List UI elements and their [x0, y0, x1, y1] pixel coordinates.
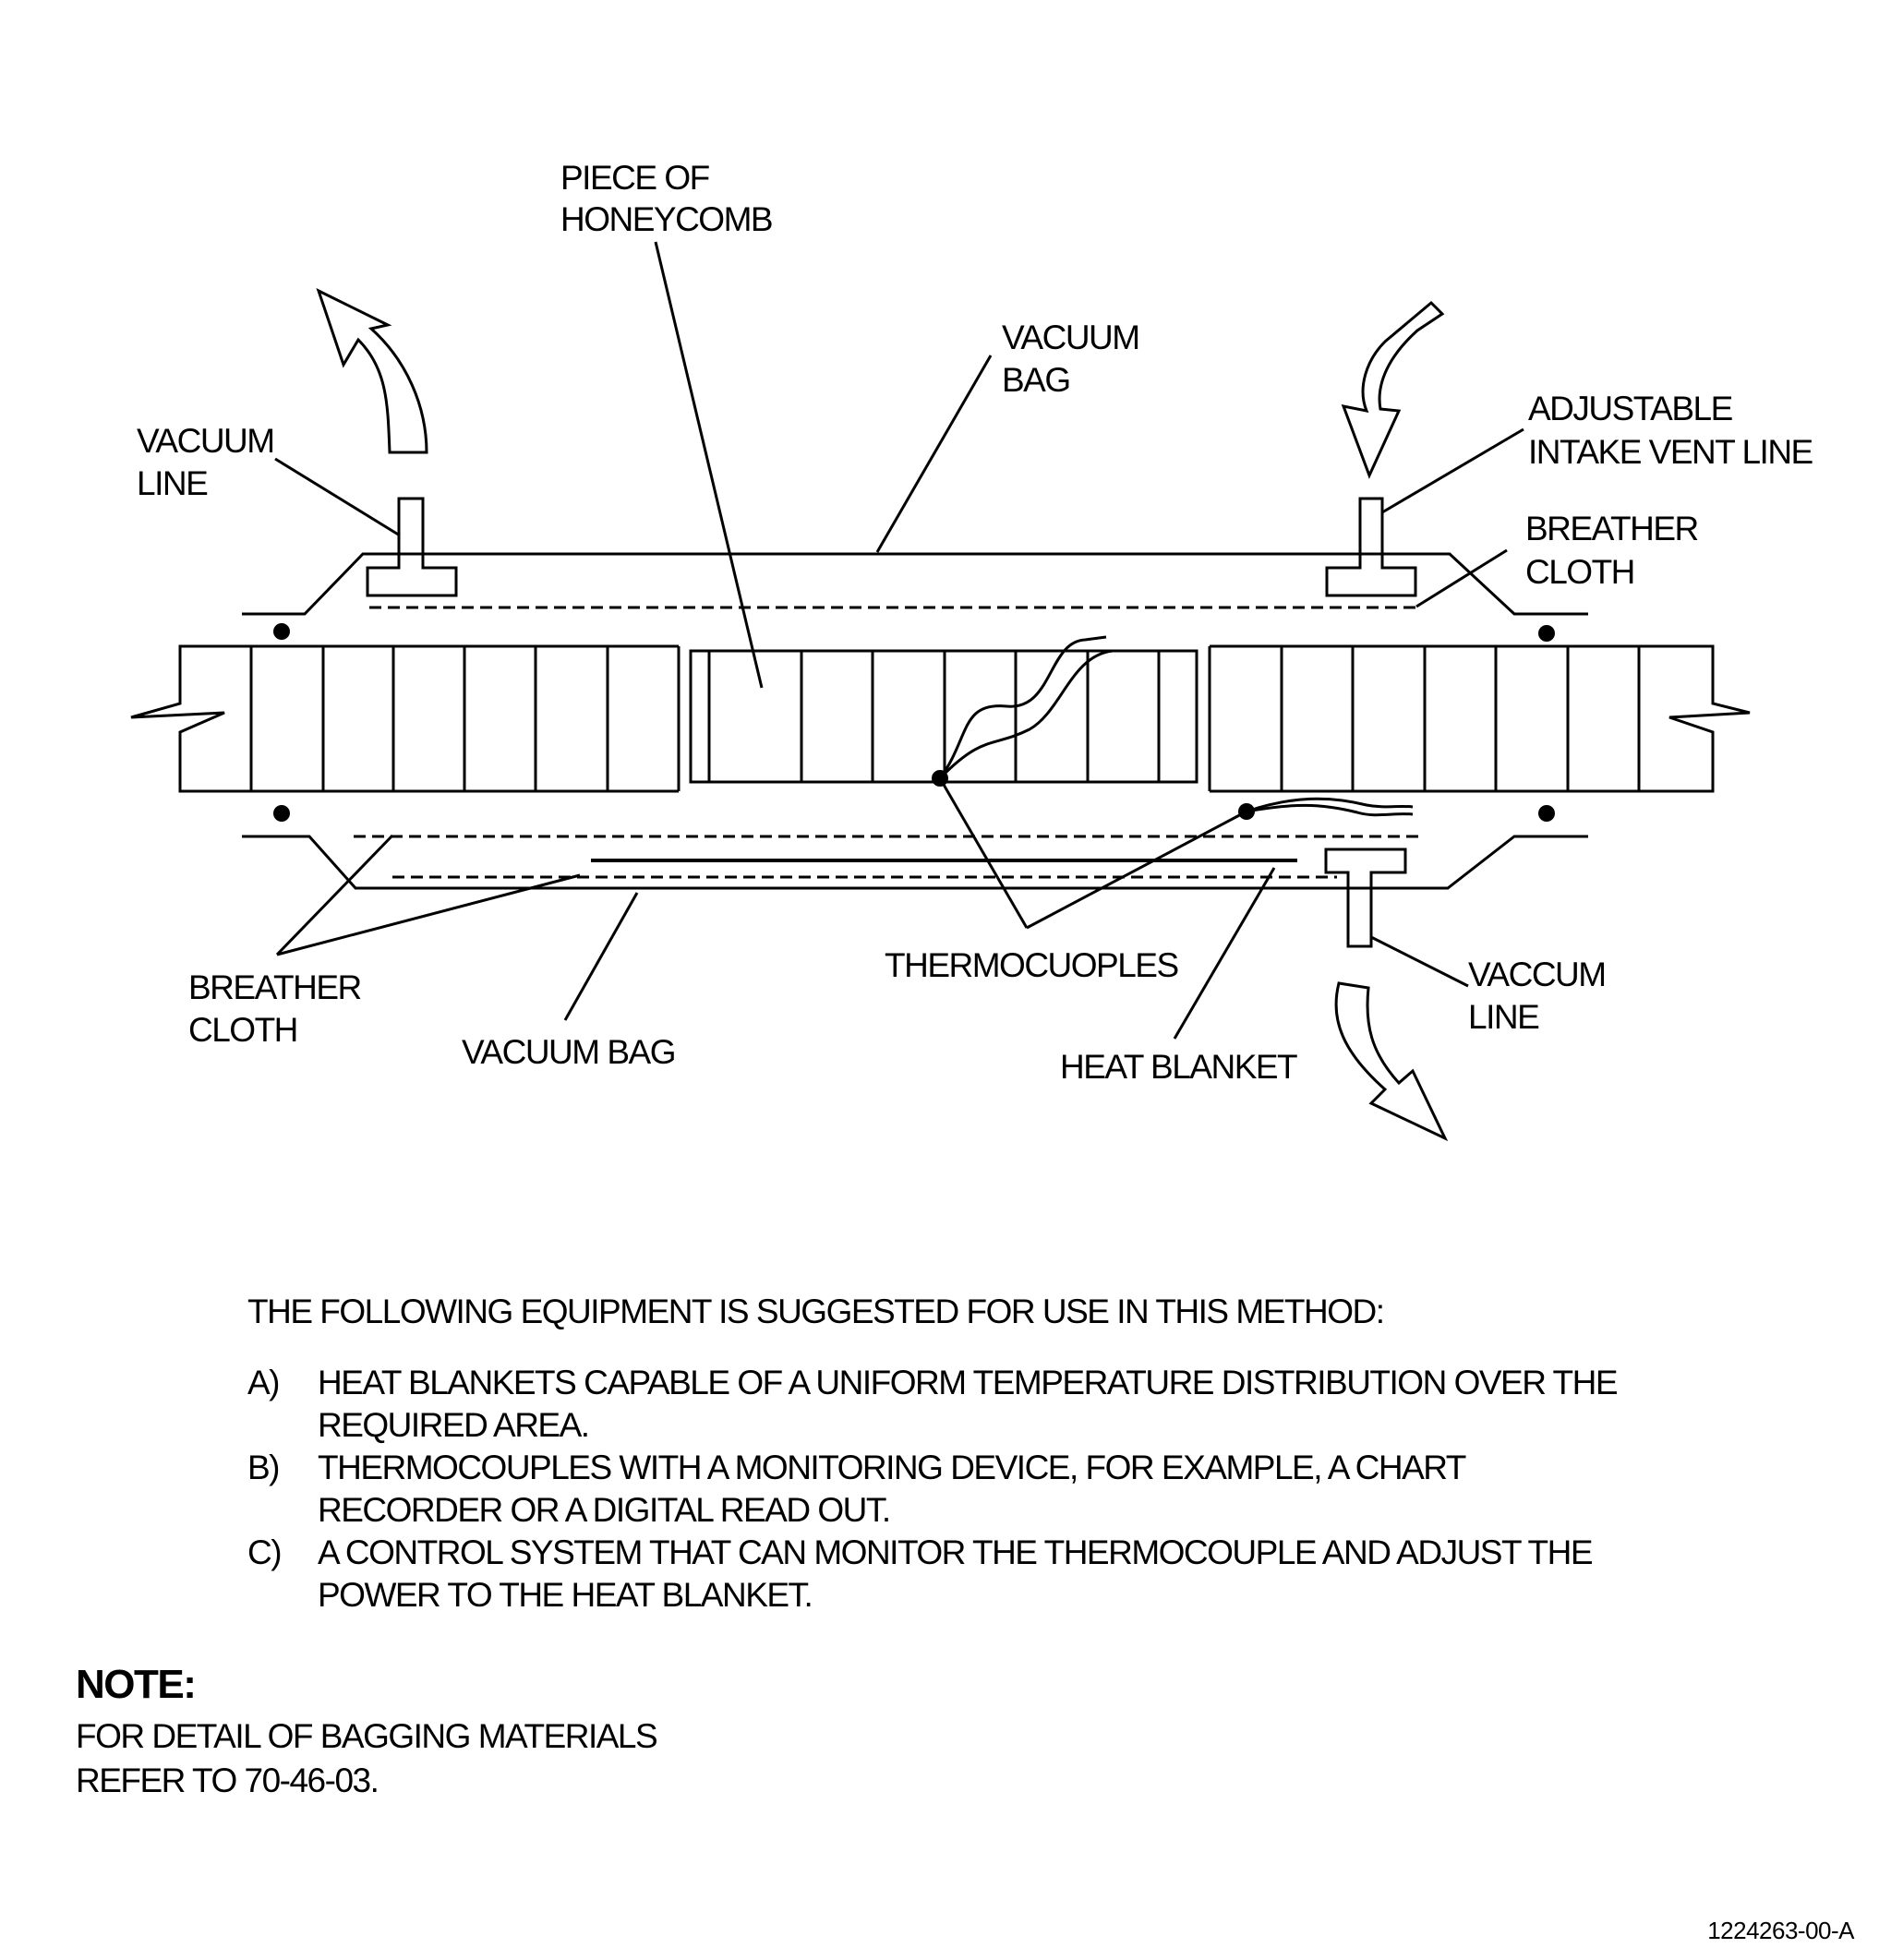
- item-text-line2: POWER TO THE HEAT BLANKET.: [318, 1576, 813, 1614]
- label-vaccum-line-right-1: VACCUM: [1468, 956, 1606, 993]
- top-vacuum-bag: [242, 552, 1588, 616]
- label-breather-bottom-2: CLOTH: [188, 1011, 297, 1049]
- label-heat-blanket: HEAT BLANKET: [1060, 1048, 1297, 1086]
- item-text-line1: A CONTROL SYSTEM THAT CAN MONITOR THE TH…: [318, 1533, 1594, 1571]
- thermocouple-junction-1: [932, 770, 948, 787]
- label-vacuum-bag-top-1: VACUUM: [1002, 319, 1139, 356]
- honeycomb-panel-right: [1210, 644, 1751, 793]
- label-breather-bottom-1: BREATHER: [188, 968, 361, 1006]
- vacuum-line-fitting-left: [366, 497, 458, 597]
- thermocouple-wire-4: [1246, 797, 1414, 813]
- label-breather-top-1: BREATHER: [1525, 510, 1698, 547]
- label-breather-top-2: CLOTH: [1525, 553, 1634, 591]
- thermocouple-junction-2: [1238, 803, 1255, 820]
- label-thermocouples: THERMOCUOPLES: [885, 946, 1178, 984]
- vaccum-line-fitting-right: [1324, 848, 1407, 948]
- label-honeycomb-2: HONEYCOMB: [560, 200, 772, 238]
- label-honeycomb-1: PIECE OF: [560, 159, 710, 197]
- item-text-line2: REQUIRED AREA.: [318, 1406, 590, 1444]
- vacuum-bag-repair-diagram: PIECE OF HONEYCOMB VACUUM BAG VACUUM LIN…: [130, 159, 1814, 1142]
- item-text-line1: THERMOCOUPLES WITH A MONITORING DEVICE, …: [318, 1449, 1466, 1486]
- note-heading: NOTE:: [76, 1662, 197, 1707]
- air-in-arrow-right: [1341, 300, 1445, 479]
- honeycomb-panel-left: [130, 644, 679, 793]
- vacuum-out-arrow-right: [1334, 981, 1449, 1142]
- document-id: 1224263-00-A: [1707, 1917, 1854, 1944]
- item-key: C): [247, 1533, 283, 1571]
- label-vaccum-line-right-2: LINE: [1468, 998, 1539, 1036]
- intake-vent-fitting-right: [1325, 497, 1417, 597]
- equipment-intro: THE FOLLOWING EQUIPMENT IS SUGGESTED FOR…: [247, 1293, 1385, 1330]
- label-vacuum-bag-bottom: VACUUM BAG: [462, 1033, 675, 1071]
- item-text-line1: HEAT BLANKETS CAPABLE OF A UNIFORM TEMPE…: [318, 1364, 1619, 1401]
- label-vacuum-line-left-1: VACUUM: [137, 422, 274, 460]
- vacuum-out-arrow-left: [316, 288, 428, 454]
- label-intake-vent-1: ADJUSTABLE: [1528, 390, 1733, 427]
- bottom-vacuum-bag: [242, 835, 1588, 890]
- note-line1: FOR DETAIL OF BAGGING MATERIALS: [76, 1717, 658, 1755]
- label-vacuum-bag-top-2: BAG: [1002, 361, 1070, 399]
- label-intake-vent-2: INTAKE VENT LINE: [1528, 433, 1813, 471]
- item-key: A): [247, 1364, 281, 1401]
- label-vacuum-line-left-2: LINE: [137, 464, 208, 502]
- thermocouple-wire-1: [938, 635, 1107, 779]
- note-line2: REFER TO 70-46-03.: [76, 1762, 379, 1799]
- thermocouple-wire-2: [938, 649, 1114, 780]
- thermocouple-wire-3: [1246, 803, 1414, 817]
- item-key: B): [247, 1449, 281, 1486]
- item-text-line2: RECORDER OR A DIGITAL READ OUT.: [318, 1491, 891, 1529]
